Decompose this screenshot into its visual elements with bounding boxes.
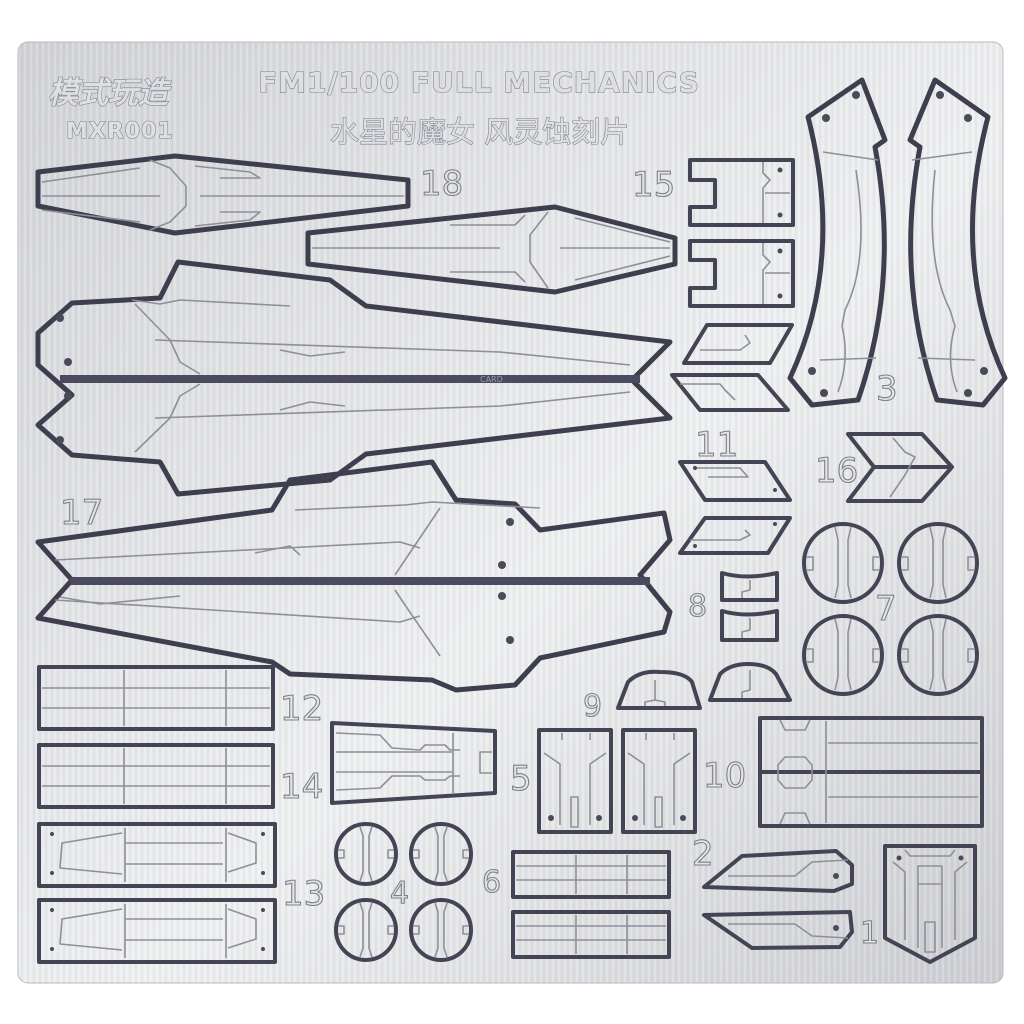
part-6: 6 (481, 850, 671, 959)
part-8: 8 (687, 571, 779, 642)
part-label-7: 7 (875, 589, 897, 629)
part-label-16: 16 (815, 451, 858, 491)
part-1: 1 (859, 844, 977, 964)
part-label-6: 6 (482, 865, 501, 900)
part-11: 11 (670, 323, 794, 555)
metal-plate (17, 41, 1004, 984)
circle-part (409, 898, 473, 962)
part-17: 17 (35, 459, 673, 693)
part-label-9: 9 (583, 689, 602, 724)
part-label-10: 10 (703, 756, 746, 796)
part-5: 5 (509, 728, 697, 834)
circle-part (334, 822, 398, 886)
part-4: 4 (334, 822, 473, 962)
center-engraving: CARD (480, 375, 503, 384)
part-label-17: 17 (60, 493, 103, 533)
part-16: 16 (814, 432, 954, 503)
part-label-1: 1 (860, 916, 879, 951)
part-tapered (330, 721, 497, 805)
brand-logo: 模式玩造 (48, 76, 172, 111)
part-12: 12 (37, 665, 324, 731)
part-label-13: 13 (282, 874, 325, 914)
part-label-4: 4 (390, 876, 409, 911)
product-code: MXR001 (66, 119, 174, 144)
part-label-18: 18 (420, 164, 463, 204)
part-label-2: 2 (692, 834, 714, 874)
plate-title: FM1/100 FULL MECHANICS (258, 66, 700, 99)
part-label-12: 12 (280, 689, 323, 729)
part-15: 15 (631, 158, 795, 308)
plate-subtitle: 水星的魔女 风灵蚀刻片 (330, 115, 629, 149)
circle-part (897, 614, 979, 696)
part-9: 9 (582, 662, 792, 725)
part-3: 3 (787, 77, 1008, 410)
part-label-15: 15 (632, 165, 675, 205)
circle-part (409, 822, 473, 886)
circle-part (802, 522, 884, 604)
part-18: 18 (35, 153, 678, 295)
circle-part (334, 898, 398, 962)
part-label-3: 3 (876, 369, 898, 409)
part-7: 7 (802, 522, 979, 696)
part-label-8: 8 (688, 589, 707, 624)
circle-part (897, 522, 979, 604)
part-14: 14 (37, 743, 324, 809)
part-13: 13 (37, 822, 326, 964)
part-label-11: 11 (695, 425, 738, 465)
part-2: 2 (691, 833, 854, 950)
part-label-5: 5 (510, 759, 532, 799)
part-label-14: 14 (280, 767, 323, 807)
part-blade-upper: CARD (35, 259, 673, 497)
part-10: 10 (702, 716, 984, 828)
circle-part (802, 614, 884, 696)
header: 模式玩造 MXR001 FM1/100 FULL MECHANICS 水星的魔女… (47, 65, 700, 149)
